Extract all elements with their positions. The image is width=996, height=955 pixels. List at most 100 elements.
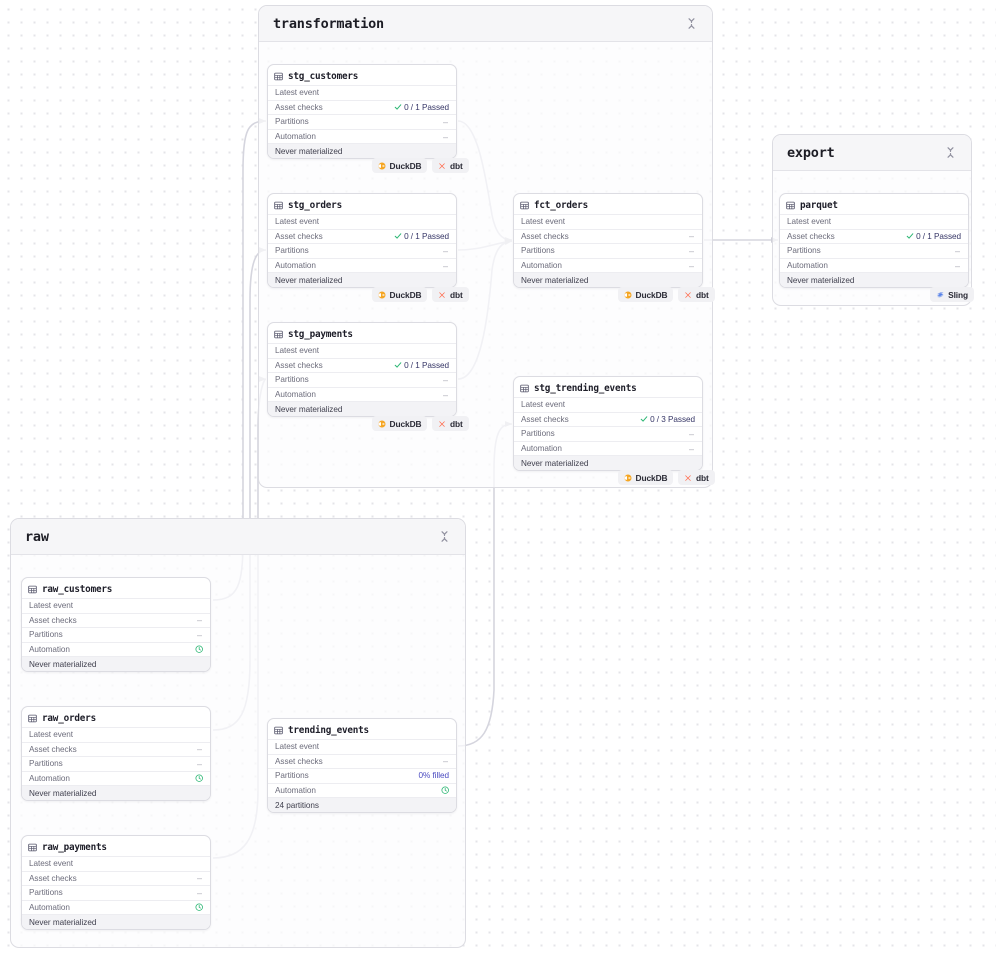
asset-row-label: Partitions <box>275 246 309 256</box>
tag-dbt[interactable]: dbt <box>678 470 715 485</box>
asset-row-value-text: – <box>443 389 448 400</box>
asset-row-value: – <box>197 744 203 754</box>
asset-tags-stg_orders: DuckDB dbt <box>372 287 469 302</box>
tag-duckdb[interactable]: DuckDB <box>372 416 428 431</box>
asset-row-label: Asset checks <box>275 231 323 241</box>
asset-row-value-text: 0 / 1 Passed <box>916 231 961 241</box>
check-icon <box>394 232 402 240</box>
asset-name: raw_customers <box>42 583 113 595</box>
tag-dbt[interactable]: dbt <box>432 287 469 302</box>
asset-row-value-text: – <box>955 260 960 271</box>
dbt-icon <box>684 291 692 299</box>
asset-row-label: Partitions <box>29 630 63 640</box>
asset-header-stg_payments[interactable]: stg_payments <box>268 325 456 343</box>
asset-header-stg_orders[interactable]: stg_orders <box>268 196 456 214</box>
table-icon <box>520 384 529 393</box>
tag-dbt[interactable]: dbt <box>432 158 469 173</box>
asset-row-automation: Automation <box>268 782 456 798</box>
asset-status: Never materialized <box>22 656 210 672</box>
tag-dbt[interactable]: dbt <box>678 287 715 302</box>
asset-row-automation: Automation– <box>268 386 456 402</box>
asset-row-value: – <box>443 390 449 400</box>
asset-row-label: Partitions <box>29 888 63 898</box>
asset-tags-stg_customers: DuckDB dbt <box>372 158 469 173</box>
tag-duckdb[interactable]: DuckDB <box>618 287 674 302</box>
asset-row-automation: Automation– <box>268 257 456 273</box>
asset-row-value: – <box>443 375 449 385</box>
asset-status: Never materialized <box>268 401 456 417</box>
dbt-icon <box>438 291 446 299</box>
asset-row-label: Asset checks <box>29 744 77 754</box>
asset-header-raw_customers[interactable]: raw_customers <box>22 580 210 598</box>
asset-row-value-text: 0% filled <box>418 771 450 781</box>
tag-duckdb[interactable]: DuckDB <box>372 287 428 302</box>
asset-row-value: 0 / 1 Passed <box>906 232 961 241</box>
clock-icon <box>195 645 203 654</box>
group-title-export: export <box>787 144 835 161</box>
tag-label: dbt <box>449 160 463 171</box>
table-icon <box>274 72 283 81</box>
tag-sling[interactable]: Sling <box>930 287 975 302</box>
asset-row-latest-event: Latest event <box>268 343 456 358</box>
asset-name: stg_trending_events <box>534 382 637 394</box>
asset-row-value: – <box>689 444 695 454</box>
group-header-export[interactable]: export <box>773 135 971 171</box>
collapse-icon[interactable] <box>682 15 700 33</box>
tag-label: DuckDB <box>389 418 422 429</box>
tag-duckdb[interactable]: DuckDB <box>372 158 428 173</box>
asset-row-automation: Automation– <box>268 128 456 144</box>
tag-label: dbt <box>695 289 709 300</box>
asset-header-trending_events[interactable]: trending_events <box>268 721 456 739</box>
asset-row-asset-checks: Asset checks– <box>22 612 210 628</box>
asset-row-value-text: – <box>689 428 694 439</box>
tag-label: dbt <box>449 418 463 429</box>
asset-row-label: Automation <box>29 645 70 655</box>
asset-header-parquet[interactable]: parquet <box>780 196 968 214</box>
asset-row-value: 0 / 3 Passed <box>640 415 695 424</box>
asset-row-label: Automation <box>275 261 316 271</box>
group-header-raw[interactable]: raw <box>11 519 465 555</box>
asset-header-fct_orders[interactable]: fct_orders <box>514 196 702 214</box>
asset-header-stg_customers[interactable]: stg_customers <box>268 67 456 85</box>
duckdb-icon <box>378 162 386 170</box>
table-icon <box>274 726 283 735</box>
asset-header-stg_trending_events[interactable]: stg_trending_events <box>514 379 702 397</box>
asset-row-latest-event: Latest event <box>514 214 702 229</box>
asset-tags-fct_orders: DuckDB dbt <box>618 287 715 302</box>
asset-name: raw_payments <box>42 841 107 853</box>
asset-row-value: – <box>689 261 695 271</box>
asset-row-label: Latest event <box>521 400 566 410</box>
table-icon <box>28 585 37 594</box>
asset-row-automation: Automation– <box>514 440 702 456</box>
asset-row-partitions: Partitions– <box>22 627 210 642</box>
asset-header-raw_orders[interactable]: raw_orders <box>22 709 210 727</box>
tag-dbt[interactable]: dbt <box>432 416 469 431</box>
asset-row-partitions: Partitions– <box>780 243 968 258</box>
asset-row-automation: Automation <box>22 770 210 786</box>
asset-row-value-text: – <box>197 744 202 755</box>
asset-header-raw_payments[interactable]: raw_payments <box>22 838 210 856</box>
group-header-transformation[interactable]: transformation <box>259 6 712 42</box>
asset-row-label: Partitions <box>275 375 309 385</box>
table-icon <box>274 330 283 339</box>
collapse-icon[interactable] <box>435 528 453 546</box>
asset-row-value-text: – <box>197 873 202 884</box>
asset-status: Never materialized <box>22 785 210 801</box>
asset-row-label: Latest event <box>521 217 566 227</box>
tag-duckdb[interactable]: DuckDB <box>618 470 674 485</box>
collapse-icon[interactable] <box>941 144 959 162</box>
asset-row-value-text: 0 / 3 Passed <box>650 414 695 424</box>
